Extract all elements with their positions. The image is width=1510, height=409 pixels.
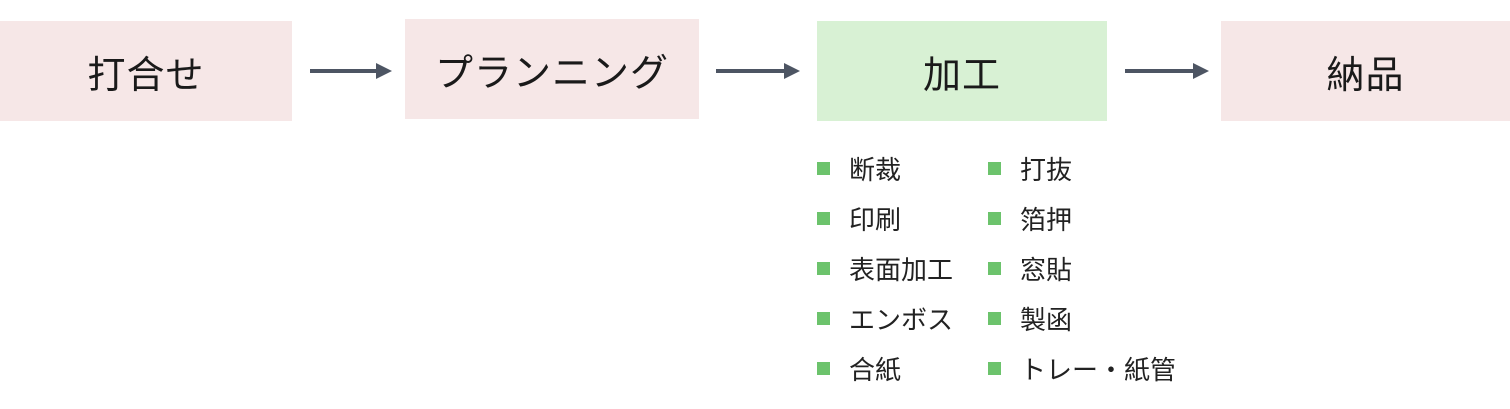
square-bullet-icon bbox=[988, 211, 1001, 225]
square-bullet-icon bbox=[988, 261, 1001, 275]
step-delivery: 納品 bbox=[1221, 21, 1510, 121]
list-item-label: 表面加工 bbox=[849, 255, 954, 286]
square-bullet-icon bbox=[988, 161, 1001, 175]
step-label: 加工 bbox=[922, 52, 1001, 97]
step-label: 納品 bbox=[1326, 52, 1405, 97]
list-item-label: トレー・紙管 bbox=[1020, 355, 1177, 386]
list-item: 印刷 bbox=[817, 193, 953, 243]
list-item-label: 製函 bbox=[1020, 305, 1073, 336]
list-item: 製函 bbox=[988, 293, 1176, 343]
list-item-label: 箔押 bbox=[1020, 205, 1073, 236]
list-item-label: 断裁 bbox=[849, 155, 902, 186]
list-item-label: 窓貼 bbox=[1020, 255, 1073, 286]
list-item-label: エンボス bbox=[849, 305, 954, 336]
square-bullet-icon bbox=[817, 261, 830, 275]
list-item: 合紙 bbox=[817, 343, 953, 393]
step-label: 打合せ bbox=[87, 52, 205, 97]
step-processing: 加工 bbox=[817, 21, 1107, 121]
square-bullet-icon bbox=[988, 311, 1001, 325]
square-bullet-icon bbox=[817, 311, 830, 325]
list-item-label: 印刷 bbox=[849, 205, 902, 236]
list-item: 断裁 bbox=[817, 143, 953, 193]
right-arrow-icon bbox=[310, 62, 392, 80]
list-item-label: 打抜 bbox=[1020, 155, 1073, 186]
list-item-label: 合紙 bbox=[849, 355, 902, 386]
list-item: 打抜 bbox=[988, 143, 1176, 193]
list-item: エンボス bbox=[817, 293, 953, 343]
step-planning: プランニング bbox=[405, 19, 699, 119]
square-bullet-icon bbox=[817, 161, 830, 175]
processing-list-right: 打抜 箔押 窓貼 製函 トレー・紙管 bbox=[988, 143, 1176, 393]
list-item: トレー・紙管 bbox=[988, 343, 1176, 393]
list-item: 箔押 bbox=[988, 193, 1176, 243]
step-meeting: 打合せ bbox=[0, 21, 292, 121]
list-item: 窓貼 bbox=[988, 243, 1176, 293]
square-bullet-icon bbox=[988, 361, 1001, 375]
processing-list-left: 断裁 印刷 表面加工 エンボス 合紙 bbox=[817, 143, 953, 393]
right-arrow-icon bbox=[1125, 62, 1209, 80]
step-label: プランニング bbox=[434, 50, 669, 95]
square-bullet-icon bbox=[817, 361, 830, 375]
list-item: 表面加工 bbox=[817, 243, 953, 293]
square-bullet-icon bbox=[817, 211, 830, 225]
right-arrow-icon bbox=[716, 62, 800, 80]
